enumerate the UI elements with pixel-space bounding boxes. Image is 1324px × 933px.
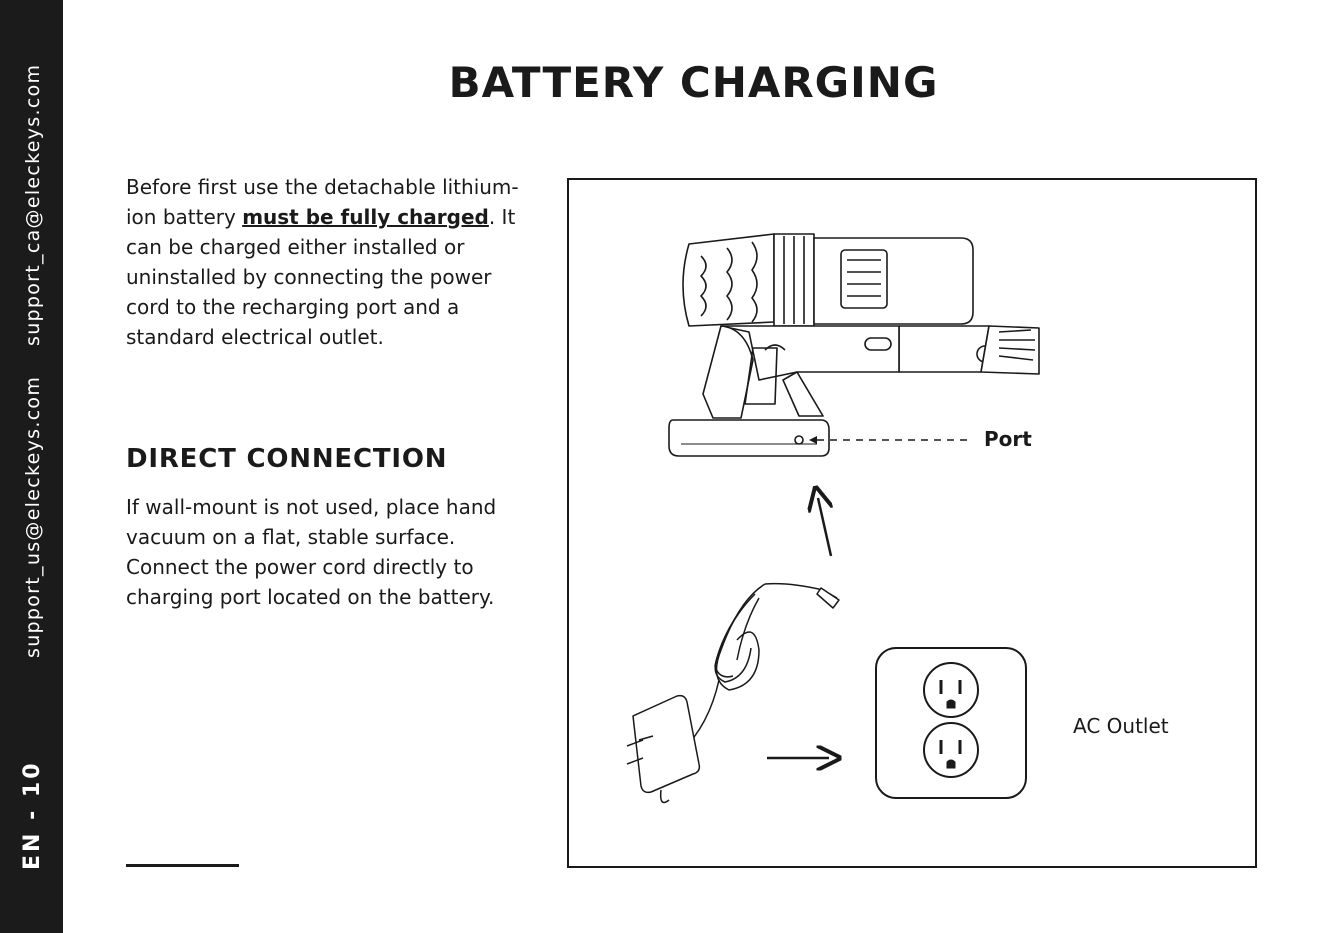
- intro-text-2: . It can be charged either installed or …: [126, 205, 516, 349]
- page-number: EN - 10: [20, 760, 45, 870]
- hand-vacuum-icon: [668, 233, 1040, 457]
- power-adapter-icon: [626, 582, 840, 804]
- arrow-up-icon: [818, 498, 831, 557]
- intro-paragraph: Before first use the detachable lithium-…: [126, 172, 526, 352]
- charging-figure: Port AC Outlet: [567, 178, 1257, 868]
- page-title: BATTERY CHARGING: [448, 58, 939, 107]
- port-label: Port: [984, 427, 1032, 451]
- footer-rule: [126, 864, 239, 867]
- charging-diagram: [626, 233, 1040, 804]
- section-body: If wall-mount is not used, place hand va…: [126, 495, 497, 609]
- support-email-us[interactable]: support_us@eleckeys.com: [22, 375, 44, 658]
- intro-text-1: Before first use the detachable lithium-…: [126, 175, 519, 229]
- ac-outlet-icon: [875, 647, 1027, 799]
- intro-emphasis: must be fully charged: [242, 205, 489, 229]
- sidebar: support_us@eleckeys.com support_ca@eleck…: [0, 0, 63, 933]
- port-leader: [809, 436, 969, 444]
- ac-outlet-label: AC Outlet: [1073, 714, 1169, 738]
- support-email-ca[interactable]: support_ca@eleckeys.com: [22, 63, 44, 346]
- section-heading: DIRECT CONNECTION: [126, 444, 448, 474]
